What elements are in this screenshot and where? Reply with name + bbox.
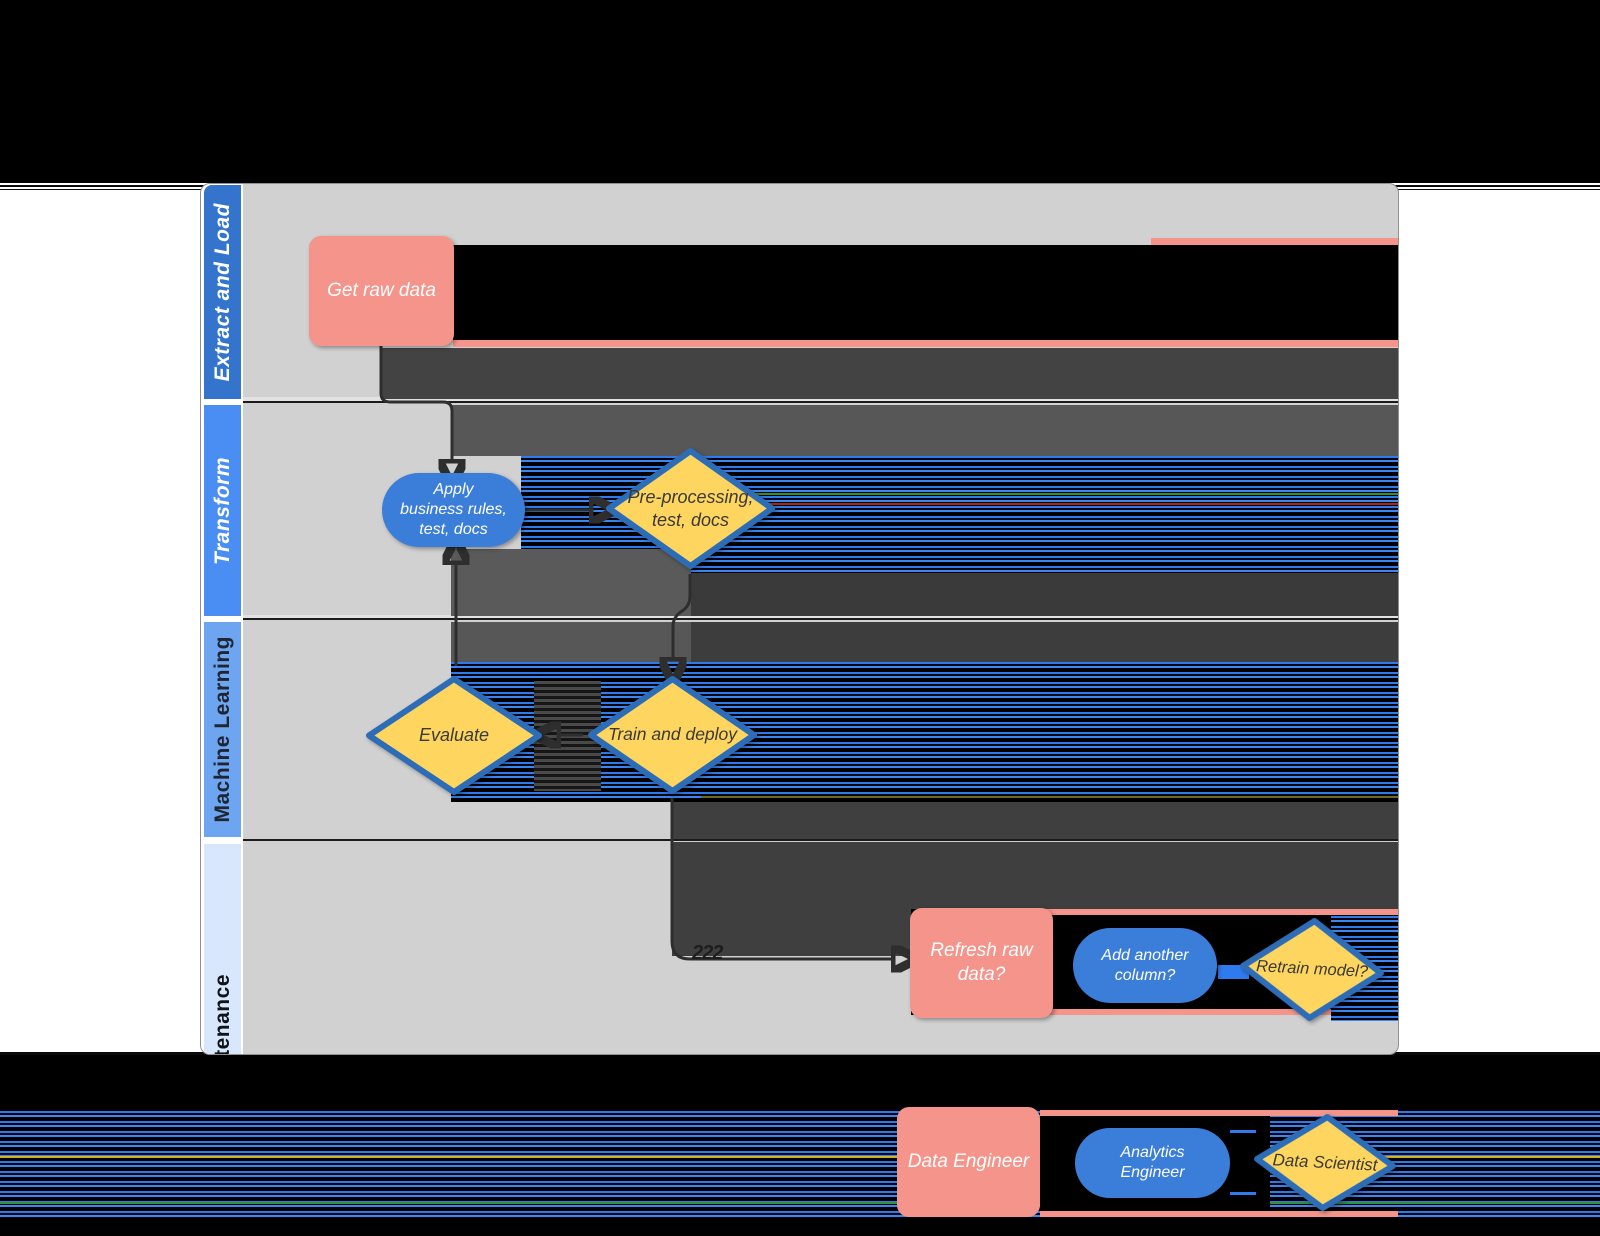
node-label: Pre-processing, test, docs (627, 487, 754, 530)
scanline (701, 493, 1398, 495)
glitch-dark-band (451, 622, 691, 662)
node-label: Refresh raw data? (930, 940, 1033, 985)
glitch-dark-band (911, 842, 1398, 909)
legend-label: Data Engineer (907, 1151, 1030, 1173)
scanline (701, 503, 1398, 505)
node-preprocessing[interactable]: Pre-processing, test, docs (603, 445, 778, 572)
diamond-shape (1240, 918, 1384, 1021)
diamond-shape (366, 676, 542, 795)
lane-divider (243, 618, 1398, 620)
node-label: Add another column? (1101, 946, 1189, 984)
glitch-coral-smear (1041, 909, 1398, 915)
glitch-coral-smear (1040, 1110, 1398, 1116)
lane-divider (243, 397, 1398, 401)
scanline (701, 796, 1398, 798)
glitch-coral-smear (1151, 238, 1398, 245)
glitch-black-smear (453, 245, 1398, 340)
glitch-dark-band (691, 622, 1398, 662)
glitched-connector-label: 222 (692, 942, 723, 964)
lane-bar-maintenance[interactable]: Maintenance (204, 844, 241, 1055)
glitch-blue-smear (1230, 1192, 1256, 1195)
node-label: Retrain model? (1255, 957, 1369, 982)
node-label: Train and deploy (607, 724, 738, 745)
scanline (0, 1156, 1600, 1158)
scanline (0, 1202, 1600, 1204)
lane-bar-transform[interactable]: Transform (204, 405, 241, 616)
diamond-shape (606, 448, 775, 569)
lane-label: Machine Learning (210, 636, 234, 823)
glitch-blue-smear (1218, 965, 1249, 979)
node-refresh-raw-data[interactable]: Refresh raw data? (910, 908, 1053, 1018)
glitch-coral-smear (453, 340, 1398, 347)
lane-label: Maintenance (210, 974, 234, 1055)
diamond-shape (1254, 1114, 1396, 1211)
lane-divider (243, 839, 1398, 841)
node-apply-business-rules[interactable]: Apply business rules, test, docs (382, 473, 525, 547)
legend-label: Analytics Engineer (1120, 1144, 1185, 1181)
node-get-raw-data[interactable]: Get raw data (309, 236, 454, 346)
node-add-another-column[interactable]: Add another column? (1073, 928, 1217, 1003)
lane-label: Extract and Load (210, 202, 234, 382)
legend-label: Data Scientist (1272, 1150, 1378, 1175)
glitch-blue-smear (1230, 1130, 1256, 1133)
glitch-dark-band (381, 348, 1398, 399)
node-label: Apply business rules, test, docs (400, 481, 507, 538)
legend-item-data-engineer[interactable]: Data Engineer (897, 1107, 1040, 1217)
node-evaluate[interactable]: Evaluate (363, 673, 545, 798)
glitch-coral-smear (1040, 1211, 1398, 1217)
glitch-dark-band (672, 842, 911, 956)
lane-divider (243, 615, 1398, 618)
lane-bar-extract-and-load[interactable]: Extract and Load (204, 185, 241, 399)
lane-bar-machine-learning[interactable]: Machine Learning (204, 622, 241, 837)
node-train-and-deploy[interactable]: Train and deploy (585, 673, 760, 797)
top-glitch-band (0, 0, 1600, 183)
legend-item-data-scientist[interactable]: Data Scientist (1249, 1108, 1400, 1217)
node-retrain-model[interactable]: Retrain model? (1235, 912, 1388, 1027)
lane-label: Transform (210, 456, 234, 565)
glitch-dark-band (672, 802, 1398, 839)
glitch-coral-smear (1041, 1009, 1398, 1015)
node-label: Get raw data (327, 280, 436, 302)
diamond-shape (588, 676, 757, 794)
glitch-dark-band (691, 573, 1398, 616)
glitch-dark-band (451, 549, 691, 616)
legend-item-analytics-engineer[interactable]: Analytics Engineer (1075, 1128, 1230, 1198)
glitch-dark-band (451, 405, 1398, 456)
lane-divider (243, 401, 1398, 403)
node-label: Evaluate (418, 725, 490, 746)
